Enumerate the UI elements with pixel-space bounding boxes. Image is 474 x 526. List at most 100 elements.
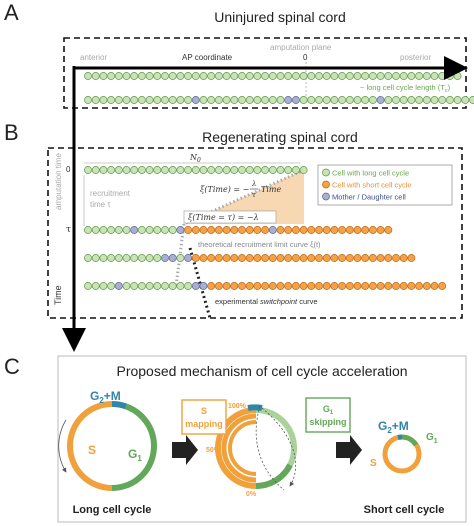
cell <box>245 166 254 174</box>
cell <box>184 72 193 80</box>
short-cycle-label: Short cell cycle <box>364 504 445 516</box>
cell <box>122 226 131 234</box>
cell <box>407 254 416 262</box>
cell <box>322 226 331 234</box>
cell <box>368 226 377 234</box>
mechanism-ring <box>215 404 297 491</box>
legend-entry-mother: Mother / Daughter cell <box>322 193 406 202</box>
svg-text:Cell with short cell cycle: Cell with short cell cycle <box>332 181 412 190</box>
cell <box>161 254 169 262</box>
cell <box>422 282 431 290</box>
anterior-label: anterior <box>80 53 107 62</box>
cell <box>276 254 285 262</box>
cell <box>407 72 416 80</box>
cell <box>176 254 185 262</box>
cell <box>445 72 454 80</box>
cell <box>161 282 169 290</box>
cell-row-b2 <box>84 226 393 234</box>
cell <box>84 226 92 234</box>
cell <box>307 96 316 104</box>
cell <box>338 72 347 80</box>
cell <box>376 254 385 262</box>
cell <box>153 226 162 234</box>
cell <box>330 254 339 262</box>
cell <box>137 282 146 290</box>
cell <box>99 166 108 174</box>
cell <box>184 166 193 174</box>
pct-0-label: 0% <box>246 491 257 498</box>
cell <box>184 96 193 104</box>
cell <box>161 72 169 80</box>
cell <box>230 226 239 234</box>
cell <box>353 72 362 80</box>
panel-b-title: Regenerating spinal cord <box>202 129 358 145</box>
cell <box>315 254 323 262</box>
cell <box>284 254 293 262</box>
cell <box>238 96 246 104</box>
cell <box>230 282 239 290</box>
cell <box>199 254 208 262</box>
cell <box>276 166 285 174</box>
cell <box>245 226 254 234</box>
cell <box>168 96 177 104</box>
cell <box>415 72 424 80</box>
long-cycle-label: Long cell cycle <box>73 504 152 516</box>
cell <box>353 282 362 290</box>
cell <box>199 282 208 290</box>
cell <box>153 254 162 262</box>
cell <box>176 166 185 174</box>
cell <box>330 226 339 234</box>
cell <box>361 226 370 234</box>
cell <box>338 226 347 234</box>
cell <box>191 96 200 104</box>
cell <box>261 72 270 80</box>
cell <box>268 254 277 262</box>
cell <box>153 282 162 290</box>
pct-50-label: 50% <box>206 447 221 454</box>
cell <box>469 96 474 104</box>
cell <box>384 226 393 234</box>
cell <box>245 72 254 80</box>
cell <box>307 254 316 262</box>
cell <box>199 166 208 174</box>
cell <box>315 282 323 290</box>
cell <box>114 96 123 104</box>
cell <box>207 254 216 262</box>
cell <box>291 282 300 290</box>
long-cycle-ring <box>58 401 157 491</box>
cell <box>368 254 377 262</box>
cell <box>199 72 208 80</box>
cell <box>130 254 139 262</box>
cell <box>145 282 154 290</box>
short-g2m-label: G2+M <box>378 419 409 435</box>
cell <box>430 96 439 104</box>
equation-time: Time <box>261 185 281 194</box>
cell <box>268 282 277 290</box>
cell <box>199 226 208 234</box>
cell <box>91 96 100 104</box>
cell <box>184 254 193 262</box>
legend-box <box>317 164 453 206</box>
cell <box>299 254 308 262</box>
cell <box>207 226 216 234</box>
cell <box>338 282 347 290</box>
cell <box>299 96 308 104</box>
cell <box>361 72 370 80</box>
cell <box>276 226 285 234</box>
cell <box>430 72 439 80</box>
cell <box>415 96 424 104</box>
equation-lambda: λ <box>251 180 256 188</box>
cell <box>338 96 347 104</box>
cell <box>130 166 139 174</box>
cell <box>214 166 223 174</box>
cell <box>299 166 308 174</box>
cell <box>107 96 116 104</box>
cell <box>84 96 92 104</box>
cell-row-b3 <box>84 254 416 262</box>
g1-skipping-label-2: skipping <box>309 417 346 427</box>
cell <box>384 254 393 262</box>
cell-cycle-length-note: ~ long cell cycle length (Tc) <box>360 83 451 94</box>
cell <box>222 282 231 290</box>
cell <box>176 226 185 234</box>
cell <box>353 226 362 234</box>
